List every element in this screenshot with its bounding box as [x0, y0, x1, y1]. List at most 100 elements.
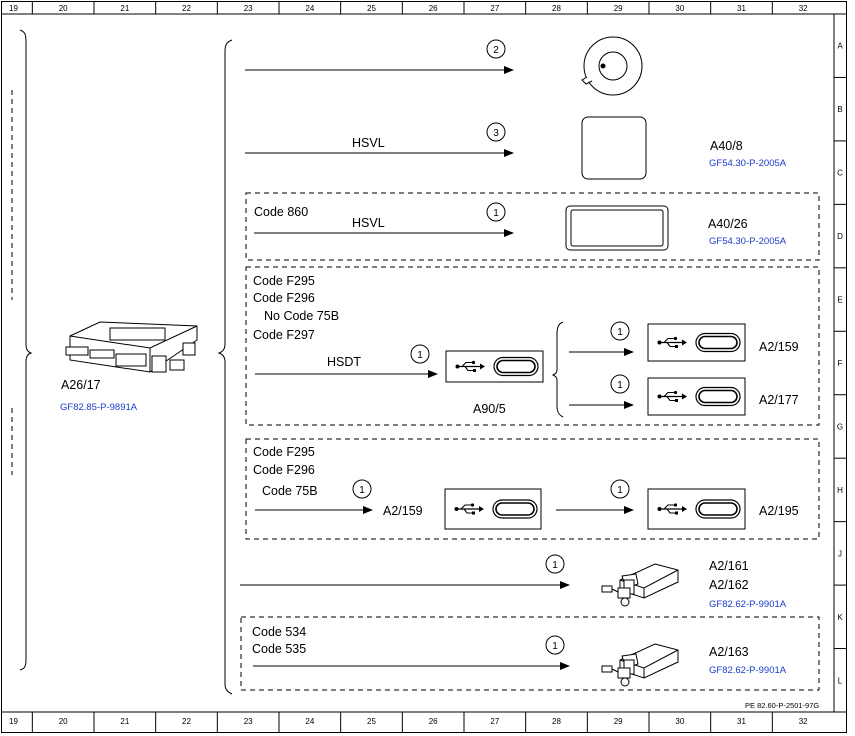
hsdt-code-4: Code F297: [253, 328, 315, 342]
speaker-icon: [581, 36, 643, 96]
column-label-bottom: 20: [59, 717, 68, 726]
svg-text:1: 1: [417, 350, 423, 361]
column-label-top: 30: [675, 4, 684, 13]
usb-port-a2-195-icon: [647, 488, 746, 530]
column-label-bottom: 28: [552, 717, 561, 726]
source-label: A26/17: [61, 378, 101, 392]
c75b-code-3: Code 75B: [262, 484, 318, 498]
c75b-code-1: Code F295: [253, 445, 315, 459]
number-badge-a2-161: 1: [545, 554, 565, 574]
svg-text:1: 1: [493, 208, 499, 219]
c534-code-2: Code 535: [252, 642, 306, 656]
usb-port-a2-159-icon: [647, 323, 746, 362]
row-label: B: [837, 105, 842, 114]
number-badge-c75b-in: 1: [352, 479, 372, 499]
number-badge-branch-1: 1: [610, 321, 630, 341]
row-label: K: [837, 613, 843, 622]
column-grid: 1919202021212222232324242525262627272828…: [9, 1, 808, 733]
usb-c-port-icon: [695, 332, 741, 353]
usb-symbol-icon: [455, 360, 485, 372]
usb-c-port-icon: [492, 499, 538, 519]
column-label-bottom: 24: [305, 717, 314, 726]
column-label-bottom: 23: [244, 717, 253, 726]
number-badge-2: 2: [486, 39, 506, 59]
usb-c-port-icon: [695, 386, 741, 407]
source-ref: GF82.85-P-9891A: [60, 402, 138, 413]
column-label-top: 19: [9, 4, 18, 13]
target-a2-163-label: A2/163: [709, 645, 749, 659]
row-label: J: [838, 549, 842, 558]
target-a40-26-ref: GF54.30-P-2005A: [709, 236, 787, 247]
column-label-top: 21: [120, 4, 129, 13]
row-label: L: [838, 676, 843, 685]
target-a2-161-label: A2/161: [709, 559, 749, 573]
target-a2-177-label: A2/177: [759, 393, 799, 407]
signal-label-hsvl-1: HSVL: [352, 136, 385, 150]
column-label-bottom: 26: [429, 717, 438, 726]
column-label-top: 31: [737, 4, 746, 13]
target-a2-195-label: A2/195: [759, 504, 799, 518]
row-label: E: [837, 296, 842, 305]
footer-doc-ref: PE 82.60-P-2501-97G: [745, 701, 819, 710]
display-a40-26-icon: [565, 205, 669, 251]
column-label-top: 29: [614, 4, 623, 13]
column-label-top: 24: [305, 4, 314, 13]
number-badge-hsdt: 1: [410, 344, 430, 364]
row-label: G: [837, 422, 843, 431]
row-label: H: [837, 486, 843, 495]
column-label-top: 26: [429, 4, 438, 13]
column-label-top: 23: [244, 4, 253, 13]
target-a2-161-ref: GF82.62-P-9901A: [709, 599, 787, 610]
hsdt-code-3: No Code 75B: [264, 309, 339, 323]
target-a2-162-label: A2/162: [709, 578, 749, 592]
module-a26-17-drawing: [65, 321, 198, 373]
column-label-bottom: 22: [182, 717, 191, 726]
mid-a2-159-label: A2/159: [383, 504, 423, 518]
svg-text:1: 1: [617, 485, 623, 496]
number-badge-a40-26: 1: [486, 202, 506, 222]
signal-label-hsdt: HSDT: [327, 355, 361, 369]
number-badge-a2-163: 1: [545, 635, 565, 655]
c534-code-1: Code 534: [252, 625, 306, 639]
dashed-group-boxes: [240, 192, 820, 691]
svg-text:1: 1: [617, 380, 623, 391]
row-label: A: [837, 42, 843, 51]
signal-label-hsvl-2: HSVL: [352, 216, 385, 230]
target-a40-8-ref: GF54.30-P-2005A: [709, 158, 787, 169]
c75b-code-2: Code F296: [253, 463, 315, 477]
column-label-bottom: 31: [737, 717, 746, 726]
column-label-bottom: 19: [9, 717, 18, 726]
usb-c-port-icon: [493, 356, 539, 377]
target-a40-8-label: A40/8: [710, 139, 743, 153]
usb-hub-a90-5-icon: [445, 350, 544, 383]
target-a2-159-label: A2/159: [759, 340, 799, 354]
row-label: C: [837, 169, 843, 178]
usb-symbol-icon: [657, 503, 687, 515]
usb-symbol-icon: [454, 503, 484, 515]
target-a2-163-ref: GF82.62-P-9901A: [709, 665, 787, 676]
number-badge-3: 3: [486, 122, 506, 142]
column-label-top: 25: [367, 4, 376, 13]
antenna-module-a2-161-icon: [601, 563, 679, 607]
code-860-label: Code 860: [254, 205, 308, 219]
column-label-top: 28: [552, 4, 561, 13]
usb-port-mid-a2-159-icon: [444, 488, 542, 530]
display-a40-8-icon: [581, 116, 647, 180]
usb-c-port-icon: [695, 499, 741, 519]
column-label-bottom: 27: [490, 717, 499, 726]
usb-symbol-icon: [657, 336, 687, 348]
column-label-top: 32: [799, 4, 808, 13]
svg-text:1: 1: [552, 641, 558, 652]
column-label-bottom: 30: [675, 717, 684, 726]
hsdt-code-2: Code F296: [253, 291, 315, 305]
antenna-module-a2-163-icon: [601, 643, 679, 687]
svg-text:1: 1: [617, 327, 623, 338]
number-badge-c75b-out: 1: [610, 479, 630, 499]
svg-text:2: 2: [493, 45, 499, 56]
left-bracket-lines: [19, 29, 564, 695]
usb-symbol-icon: [657, 390, 687, 402]
row-label: D: [837, 232, 843, 241]
svg-text:1: 1: [359, 485, 365, 496]
